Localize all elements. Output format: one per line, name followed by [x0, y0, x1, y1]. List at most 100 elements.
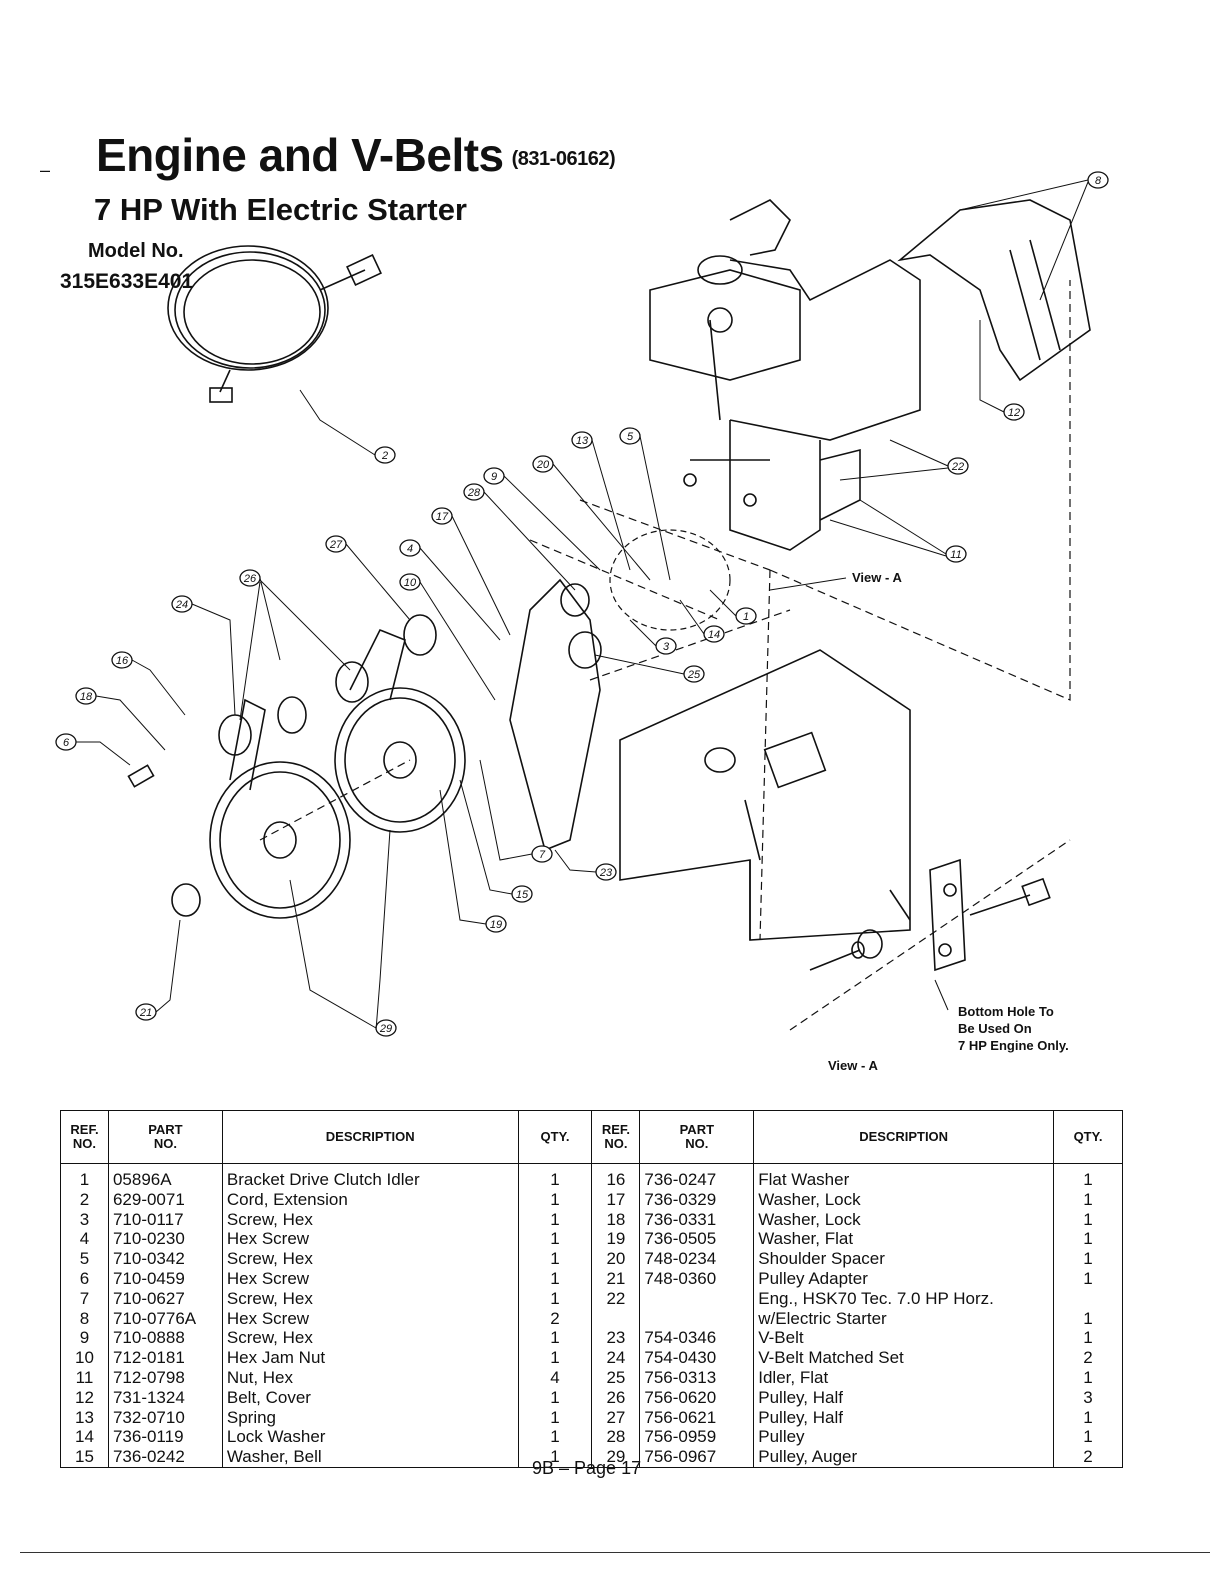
- cell-part-no: 710-0776A: [107, 1308, 223, 1329]
- cell-description-2: Washer, Lock: [753, 1189, 1055, 1210]
- cell-part-no: 712-0181: [107, 1348, 223, 1368]
- cell-ref-no-2: 26: [591, 1387, 641, 1408]
- cell-qty: 1: [517, 1229, 593, 1250]
- cell-qty-2: 1: [1053, 1229, 1123, 1250]
- cell-description: Screw, Hex: [221, 1209, 519, 1230]
- cell-ref-no: 6: [60, 1268, 109, 1289]
- cell-ref-no: 9: [60, 1328, 109, 1349]
- cell-description-2: Washer, Flat: [753, 1229, 1055, 1250]
- cell-description-2: Flat Washer: [753, 1163, 1055, 1190]
- cell-qty: 1: [517, 1249, 593, 1269]
- cell-ref-no-2: 27: [591, 1407, 641, 1428]
- cell-qty-2: 1: [1053, 1367, 1123, 1388]
- cell-description: Hex Screw: [221, 1268, 519, 1289]
- cell-qty-2: 1: [1053, 1189, 1123, 1210]
- cell-description: Hex Jam Nut: [221, 1348, 519, 1368]
- cell-ref-no-2: 28: [591, 1427, 641, 1448]
- cell-qty-2: 1: [1053, 1249, 1123, 1269]
- cell-ref-no: 7: [60, 1288, 109, 1309]
- callout-label-26: 26: [243, 573, 257, 585]
- cell-description-2: V-Belt Matched Set: [753, 1348, 1055, 1368]
- header-qty: QTY.: [517, 1110, 593, 1164]
- cell-part-no-2: 754-0346: [639, 1328, 755, 1349]
- cell-part-no: 710-0342: [107, 1249, 223, 1269]
- cell-qty: 4: [517, 1367, 593, 1388]
- view-a-bottom-label: View - A: [828, 1058, 878, 1073]
- belt-cover-drawing: [897, 199, 1091, 382]
- cell-ref-no-2: 25: [591, 1367, 641, 1388]
- cell-ref-no: 14: [60, 1427, 109, 1448]
- cell-description-2: Pulley: [753, 1427, 1055, 1448]
- callout-label-1: 1: [743, 611, 749, 623]
- cell-ref-no-2: [591, 1308, 641, 1329]
- cell-description-2: Shoulder Spacer: [753, 1249, 1055, 1269]
- bottom-rule: [20, 1552, 1210, 1553]
- callout-label-20: 20: [536, 459, 550, 471]
- callout-label-10: 10: [404, 577, 417, 589]
- cell-description-2: w/Electric Starter: [753, 1308, 1055, 1329]
- callout-label-7: 7: [539, 849, 546, 861]
- cell-ref-no-2: 19: [591, 1229, 641, 1250]
- cell-description-2: Pulley, Half: [753, 1407, 1055, 1428]
- cell-qty-2: 2: [1053, 1348, 1123, 1368]
- callout-label-13: 13: [576, 435, 589, 447]
- cell-part-no-2: 754-0430: [639, 1348, 755, 1368]
- callout-label-17: 17: [436, 511, 449, 523]
- callout-label-24: 24: [175, 599, 188, 611]
- callout-label-9: 9: [491, 471, 497, 483]
- cell-ref-no-2: 21: [591, 1268, 641, 1289]
- callout-label-4: 4: [407, 543, 413, 555]
- callout-label-8: 8: [1095, 175, 1102, 187]
- cell-description-2: Eng., HSK70 Tec. 7.0 HP Horz.: [753, 1288, 1055, 1309]
- cell-part-no: 710-0117: [107, 1209, 223, 1230]
- cell-ref-no-2: 23: [591, 1328, 641, 1349]
- cell-qty: 1: [517, 1209, 593, 1230]
- cell-ref-no: 11: [60, 1367, 109, 1388]
- cell-ref-no: 2: [60, 1189, 109, 1210]
- cell-part-no: 732-0710: [107, 1407, 223, 1428]
- cell-qty-2: 1: [1053, 1328, 1123, 1349]
- cell-description-2: Pulley, Auger: [753, 1447, 1055, 1468]
- cell-ref-no: 5: [60, 1249, 109, 1269]
- callout-label-3: 3: [663, 641, 670, 653]
- cell-description: Screw, Hex: [221, 1249, 519, 1269]
- cell-qty: 1: [517, 1427, 593, 1448]
- extension-cord-drawing: [167, 245, 382, 403]
- cell-part-no-2: 756-0620: [639, 1387, 755, 1408]
- callout-label-29: 29: [379, 1023, 392, 1035]
- view-a-detail-drawing: [809, 858, 1051, 972]
- margin-dash: –: [40, 160, 51, 180]
- cell-qty: 1: [517, 1163, 593, 1190]
- cell-part-no-2: 736-0329: [639, 1189, 755, 1210]
- callout-label-5: 5: [627, 431, 634, 443]
- cell-ref-no: 3: [60, 1209, 109, 1230]
- cell-qty: 1: [517, 1348, 593, 1368]
- cell-part-no-2: 756-0967: [639, 1447, 755, 1468]
- cell-part-no: 710-0459: [107, 1268, 223, 1289]
- cell-ref-no: 15: [60, 1447, 109, 1468]
- cell-ref-no: 4: [60, 1229, 109, 1250]
- cell-qty: 1: [517, 1189, 593, 1210]
- callout-label-12: 12: [1008, 407, 1020, 419]
- cell-ref-no: 12: [60, 1387, 109, 1408]
- header-ref-no-2: REF.NO.: [591, 1110, 641, 1164]
- cell-ref-no-2: 16: [591, 1163, 641, 1190]
- cell-ref-no-2: 20: [591, 1249, 641, 1269]
- cell-qty: 1: [517, 1328, 593, 1349]
- page-title: Engine and V-Belts(831-06162): [96, 128, 616, 182]
- callout-label-23: 23: [599, 867, 613, 879]
- cell-ref-no-2: 24: [591, 1348, 641, 1368]
- callout-label-14: 14: [708, 629, 720, 641]
- header-qty-2: QTY.: [1053, 1110, 1123, 1164]
- callout-label-11: 11: [950, 549, 961, 561]
